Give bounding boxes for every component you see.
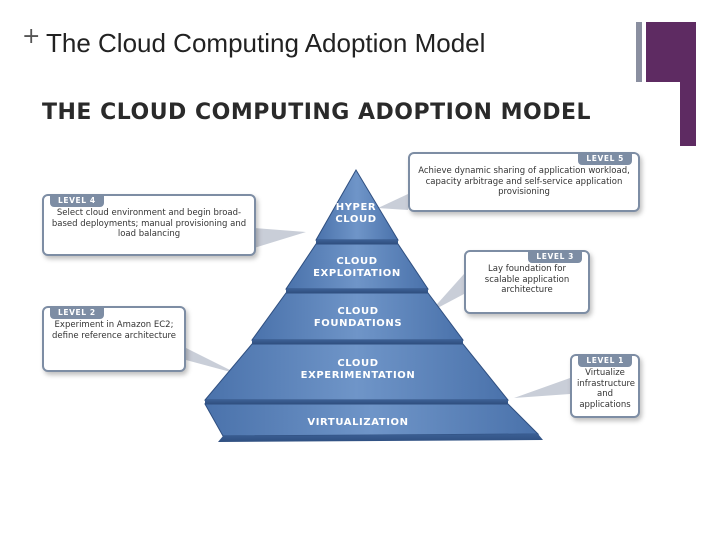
accent-bar-gray	[636, 22, 642, 82]
tier-label-foundations: CLOUD FOUNDATIONS	[258, 306, 458, 330]
callout-level1: LEVEL 1 Virtualize infrastructure and ap…	[570, 354, 640, 418]
callout-level4-text: Select cloud environment and begin broad…	[52, 208, 246, 239]
callout-level1-tab: LEVEL 1	[578, 354, 632, 367]
pointer-level1	[514, 378, 570, 398]
callout-level2-tab: LEVEL 2	[50, 306, 104, 319]
tier-exploitation-base	[286, 289, 428, 293]
callout-level3-tab: LEVEL 3	[528, 250, 582, 263]
callout-level2-text: Experiment in Amazon EC2; define referen…	[52, 320, 176, 341]
callout-level4: LEVEL 4 Select cloud environment and beg…	[42, 194, 256, 256]
callout-level4-tab: LEVEL 4	[50, 194, 104, 207]
callout-level2: LEVEL 2 Experiment in Amazon EC2; define…	[42, 306, 186, 372]
callout-level3-text: Lay foundation for scalable application …	[485, 264, 569, 295]
accent-bar-purple	[680, 82, 696, 146]
tier-label-experimentation: CLOUD EXPERIMENTATION	[228, 358, 488, 382]
tier-label-hyper-cloud: HYPER CLOUD	[306, 202, 406, 226]
tier-foundations-base	[252, 340, 463, 344]
adoption-model-diagram: THE CLOUD COMPUTING ADOPTION MODEL	[38, 98, 644, 458]
callout-level5-text: Achieve dynamic sharing of application w…	[418, 166, 630, 197]
bullet-plus-icon: +	[22, 26, 40, 48]
slide-title: The Cloud Computing Adoption Model	[46, 28, 485, 59]
tier-label-exploitation: CLOUD EXPLOITATION	[276, 256, 438, 280]
callout-level3: LEVEL 3 Lay foundation for scalable appl…	[464, 250, 590, 314]
callout-level5: LEVEL 5 Achieve dynamic sharing of appli…	[408, 152, 640, 212]
accent-block-purple	[646, 22, 696, 82]
tier-label-virtualization: VIRTUALIZATION	[228, 417, 488, 429]
callout-level1-text: Virtualize infrastructure and applicatio…	[577, 368, 635, 410]
callout-level5-tab: LEVEL 5	[578, 152, 632, 165]
tier-hyper-cloud-base	[316, 240, 398, 244]
tier-experimentation-base	[205, 400, 508, 404]
pointer-level4	[254, 228, 306, 248]
